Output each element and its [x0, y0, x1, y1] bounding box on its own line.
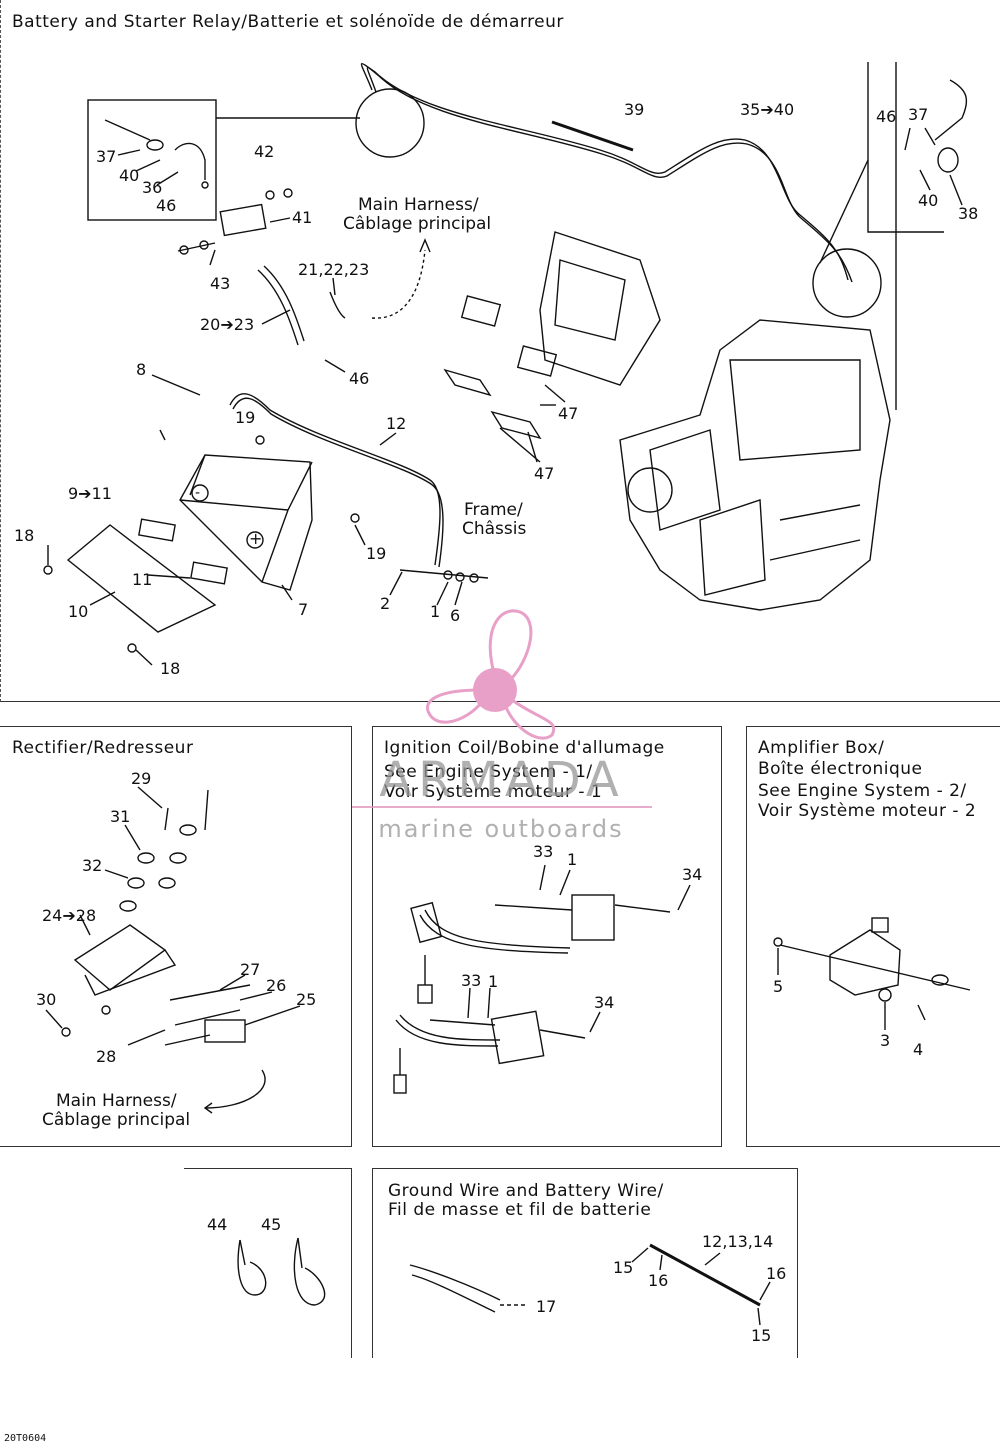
part-45: 45: [261, 1215, 282, 1234]
part-19: 19: [235, 408, 256, 427]
part-43: 43: [210, 274, 231, 293]
part-25: 25: [296, 990, 317, 1009]
drawing-code: 20T0604: [4, 1433, 47, 1444]
part-12-13-14: 12,13,14: [702, 1232, 774, 1251]
part-21-22-23: 21,22,23: [298, 260, 370, 279]
part-37: 37: [96, 147, 117, 166]
part-1: 1: [567, 850, 578, 869]
part-47: 47: [558, 404, 579, 423]
ignition-panel-title: Ignition Coil/Bobine d'allumage: [384, 738, 665, 758]
part-1: 1: [430, 602, 441, 621]
part-31: 31: [110, 807, 131, 826]
part-44: 44: [207, 1215, 228, 1234]
ground-panel: [372, 1168, 798, 1358]
part-33: 33: [533, 842, 554, 861]
battery-positive-icon: +: [249, 529, 263, 548]
part-46: 46: [156, 196, 177, 215]
part-10: 10: [68, 602, 89, 621]
ignition-note-1: See Engine System - 1/: [384, 762, 593, 782]
part-40: 40: [918, 191, 939, 210]
part-15: 15: [613, 1258, 634, 1277]
amplifier-panel: [746, 726, 1000, 1147]
ignition-panel: [372, 726, 722, 1147]
watermark-divider: [352, 806, 652, 808]
part-11: 11: [132, 570, 153, 589]
part-6: 6: [450, 606, 461, 625]
part-4: 4: [913, 1040, 924, 1059]
amplifier-note-2: Voir Système moteur - 2: [758, 801, 977, 821]
frame-label-2: Châssis: [462, 519, 527, 539]
part-8: 8: [136, 360, 147, 379]
part-35-40: 35➔40: [740, 100, 795, 119]
part-46: 46: [349, 369, 370, 388]
part-26: 26: [266, 976, 287, 995]
watermark-brand: ARMADA: [379, 752, 625, 808]
amplifier-title-1: Amplifier Box/: [758, 738, 885, 758]
battery-panel-title: Battery and Starter Relay/Batterie et so…: [12, 12, 564, 32]
part-16: 16: [648, 1271, 669, 1290]
part-40: 40: [119, 166, 140, 185]
part-18: 18: [160, 659, 181, 678]
rectifier-panel-title: Rectifier/Redresseur: [12, 738, 194, 758]
part-7: 7: [298, 600, 309, 619]
tie-panel: [184, 1168, 352, 1358]
ignition-note-2: Voir Système moteur - 1: [384, 782, 603, 802]
part-20-23: 20➔23: [200, 315, 255, 334]
part-33: 33: [461, 971, 482, 990]
rect-main-harness-label-2: Câblage principal: [42, 1110, 191, 1130]
rect-main-harness-label-1: Main Harness/: [56, 1091, 177, 1111]
ground-title-2: Fil de masse et fil de batterie: [388, 1200, 652, 1220]
watermark-tagline: marine outboards: [378, 815, 624, 843]
part-47: 47: [534, 464, 555, 483]
part-37: 37: [908, 105, 929, 124]
part-12: 12: [386, 414, 407, 433]
part-18: 18: [14, 526, 35, 545]
part-38: 38: [958, 204, 979, 223]
part-1: 1: [488, 972, 499, 991]
part-39: 39: [624, 100, 645, 119]
part-36: 36: [142, 178, 163, 197]
frame-label-1: Frame/: [464, 500, 523, 520]
amplifier-note-1: See Engine System - 2/: [758, 781, 967, 801]
rectifier-panel: [0, 726, 352, 1147]
part-34: 34: [682, 865, 703, 884]
part-9-11: 9➔11: [68, 484, 112, 503]
main-harness-label-1: Main Harness/: [358, 195, 479, 215]
part-46: 46: [876, 107, 897, 126]
part-16: 16: [766, 1264, 787, 1283]
part-41: 41: [292, 208, 313, 227]
part-3: 3: [880, 1031, 891, 1050]
part-2: 2: [380, 594, 391, 613]
battery-negative-icon: -: [195, 485, 201, 501]
part-29: 29: [131, 769, 152, 788]
part-24-28: 24➔28: [42, 906, 97, 925]
part-27: 27: [240, 960, 261, 979]
part-32: 32: [82, 856, 103, 875]
part-17: 17: [536, 1297, 557, 1316]
part-42: 42: [254, 142, 275, 161]
ground-title-1: Ground Wire and Battery Wire/: [388, 1181, 664, 1201]
part-5: 5: [773, 977, 784, 996]
part-15: 15: [751, 1326, 772, 1345]
part-30: 30: [36, 990, 57, 1009]
main-harness-label-2: Câblage principal: [343, 214, 492, 234]
part-34: 34: [594, 993, 615, 1012]
part-28: 28: [96, 1047, 117, 1066]
part-19: 19: [366, 544, 387, 563]
amplifier-title-2: Boîte électronique: [758, 759, 923, 779]
